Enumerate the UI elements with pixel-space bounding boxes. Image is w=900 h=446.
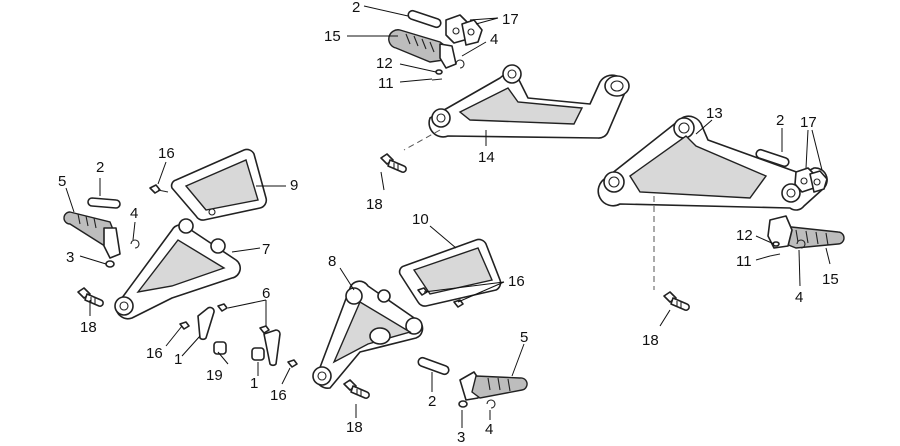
callout-5-left: 5 — [58, 173, 66, 190]
callout-17-right: 17 — [800, 114, 817, 131]
callout-11-top: 11 — [378, 75, 394, 92]
part-18-right-bolt — [663, 291, 690, 311]
callout-9: 9 — [290, 177, 298, 194]
callout-6: 6 — [262, 285, 270, 302]
callout-labels: 2 17 15 4 12 11 14 18 13 2 17 12 11 15 4… — [58, 0, 839, 446]
part-2-top-pin — [407, 9, 442, 29]
part-15-top-footpeg — [388, 29, 457, 69]
part-8-bracket — [312, 280, 424, 389]
callout-14: 14 — [478, 149, 495, 166]
leader-lines — [65, 5, 831, 428]
callout-4-left: 4 — [130, 205, 138, 222]
callout-18-center: 18 — [346, 419, 363, 436]
part-18-mid-bolt — [380, 153, 407, 173]
callout-18-mid: 18 — [366, 196, 383, 213]
part-2-right-pin — [755, 148, 790, 168]
callout-19: 19 — [206, 367, 223, 384]
callout-2-center: 2 — [428, 393, 436, 410]
callout-4-center: 4 — [485, 421, 493, 438]
callout-2-right: 2 — [776, 112, 784, 129]
callout-11-right: 11 — [736, 253, 752, 270]
callout-16-a: 16 — [146, 345, 163, 362]
callout-15-top: 15 — [324, 28, 341, 45]
callout-1-a: 1 — [174, 351, 182, 368]
part-16-left-screw — [149, 184, 169, 194]
part-4-top-clip — [455, 59, 465, 69]
part-9-heel-guard — [170, 148, 268, 221]
part-2-left-pin — [87, 197, 121, 209]
part-10-heel-guard — [398, 238, 502, 307]
part-1-19-6-16-hardware — [179, 303, 298, 368]
part-5-center-footpeg — [459, 371, 528, 401]
callout-4-top: 4 — [490, 31, 498, 48]
part-17-right-clips — [794, 167, 828, 193]
callout-15-right: 15 — [822, 271, 839, 288]
callout-8: 8 — [328, 253, 336, 270]
callout-13: 13 — [706, 105, 723, 122]
part-18-center-bolt — [343, 379, 370, 399]
part-14-bracket — [428, 64, 630, 139]
callout-1-b: 1 — [250, 375, 258, 392]
callout-16-c: 16 — [508, 273, 525, 290]
part-7-bracket — [114, 218, 241, 320]
callout-12-top: 12 — [376, 55, 393, 72]
part-13-bracket — [597, 115, 828, 211]
part-17-top-clips — [445, 14, 483, 46]
part-18-left-bolt — [77, 287, 104, 307]
callout-2-left: 2 — [96, 159, 104, 176]
callout-16-left: 16 — [158, 145, 175, 162]
callout-18-right: 18 — [642, 332, 659, 349]
callout-3-left: 3 — [66, 249, 74, 266]
callout-16-b: 16 — [270, 387, 287, 404]
callout-17-top: 17 — [502, 11, 519, 28]
callout-2-top: 2 — [352, 0, 360, 16]
callout-3-center: 3 — [457, 429, 465, 446]
callout-4-right: 4 — [795, 289, 803, 306]
part-2-center-pin — [417, 356, 450, 376]
assembly-line-14 — [403, 129, 441, 151]
callout-5-center: 5 — [520, 329, 528, 346]
callout-18-left: 18 — [80, 319, 97, 336]
part-5-left-footpeg — [63, 211, 121, 259]
callout-7: 7 — [262, 241, 270, 258]
part-3-4-center-small — [458, 399, 496, 409]
callout-10: 10 — [412, 211, 429, 228]
callout-12-right: 12 — [736, 227, 753, 244]
